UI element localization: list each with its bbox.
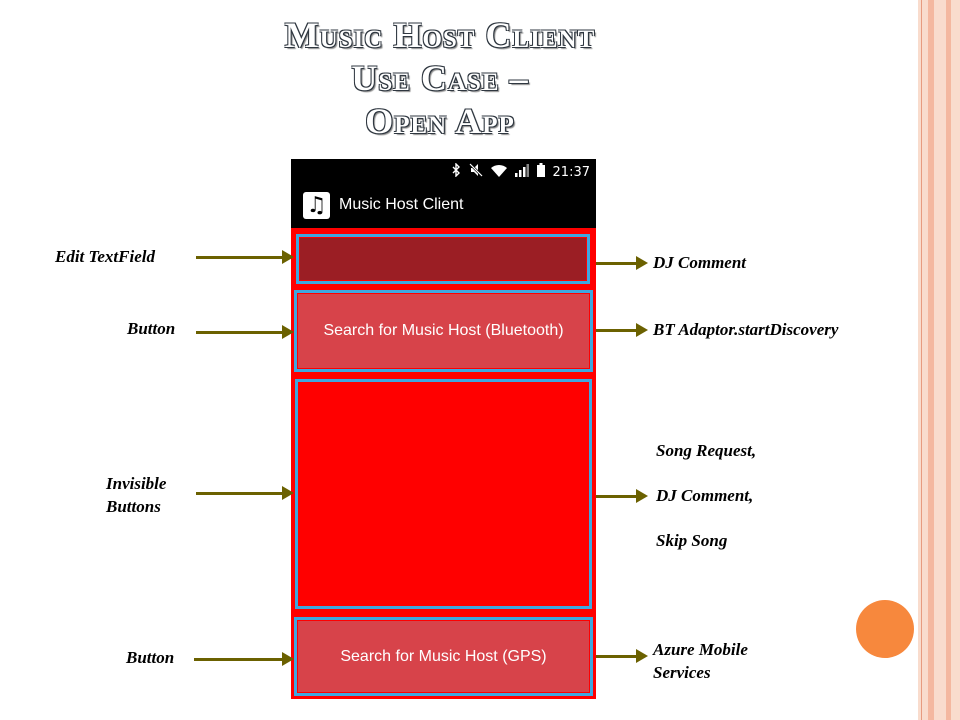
highlight-box xyxy=(295,379,592,609)
accent-dot xyxy=(856,600,914,658)
label-azure-line1: Azure Mobile xyxy=(653,640,748,659)
title-line-1: Music Host Client xyxy=(284,15,596,55)
label-skip-song: Skip Song xyxy=(656,531,728,550)
label-invisible-line2: Buttons xyxy=(106,497,161,516)
battery-icon xyxy=(536,163,545,181)
mute-icon xyxy=(468,163,483,181)
arrow-right xyxy=(596,649,648,663)
dj-comment-edit-field[interactable] xyxy=(300,238,586,280)
slide-side-stripe xyxy=(946,0,951,720)
arrow-right xyxy=(596,323,648,337)
label-button-bluetooth: Button xyxy=(127,319,176,338)
label-dj-comment: DJ Comment xyxy=(653,253,747,272)
slide-side-border xyxy=(918,0,960,720)
label-edit-textfield: Edit TextField xyxy=(55,247,155,266)
label-button-gps: Button xyxy=(126,648,175,667)
search-bluetooth-button[interactable]: Search for Music Host (Bluetooth) xyxy=(298,294,589,368)
label-invisible-line1: Invisible xyxy=(106,474,167,493)
highlight-box xyxy=(294,617,593,696)
arrow-right xyxy=(196,250,294,264)
wifi-icon xyxy=(490,164,507,181)
label-dj-comment-2: DJ Comment, xyxy=(656,486,754,505)
app-title: Music Host Client xyxy=(339,196,464,213)
bluetooth-icon xyxy=(452,162,461,181)
phone-screen: 21:37 ♫ Music Host Client Search for Mus… xyxy=(291,159,596,699)
title-line-3: Open App xyxy=(365,101,515,141)
title-line-2: Use Case – xyxy=(351,58,529,98)
signal-icon xyxy=(514,163,529,181)
music-note-icon: ♫ xyxy=(303,192,330,219)
arrow-right xyxy=(196,325,294,339)
slide-side-line xyxy=(921,0,922,720)
label-azure: Azure Mobile Services xyxy=(653,638,748,684)
slide-side-stripe xyxy=(928,0,934,720)
highlight-box xyxy=(296,234,590,284)
label-bt-adaptor: BT Adaptor.startDiscovery xyxy=(653,320,839,339)
invisible-buttons-area[interactable] xyxy=(299,383,588,605)
label-azure-line2: Services xyxy=(653,663,711,682)
label-invisible-buttons: Invisible Buttons xyxy=(106,472,166,518)
arrow-right xyxy=(596,489,648,503)
highlight-box xyxy=(294,290,593,372)
status-time: 21:37 xyxy=(552,164,590,180)
arrow-right xyxy=(194,652,294,666)
arrow-right xyxy=(196,486,294,500)
slide-title: Music Host Client Use Case – Open App xyxy=(190,14,690,143)
action-bar: ♫ Music Host Client xyxy=(291,184,596,228)
search-gps-button[interactable]: Search for Music Host (GPS) xyxy=(298,621,589,692)
status-bar: 21:37 xyxy=(291,159,596,184)
arrow-right xyxy=(596,256,648,270)
label-song-request: Song Request, xyxy=(656,441,757,460)
